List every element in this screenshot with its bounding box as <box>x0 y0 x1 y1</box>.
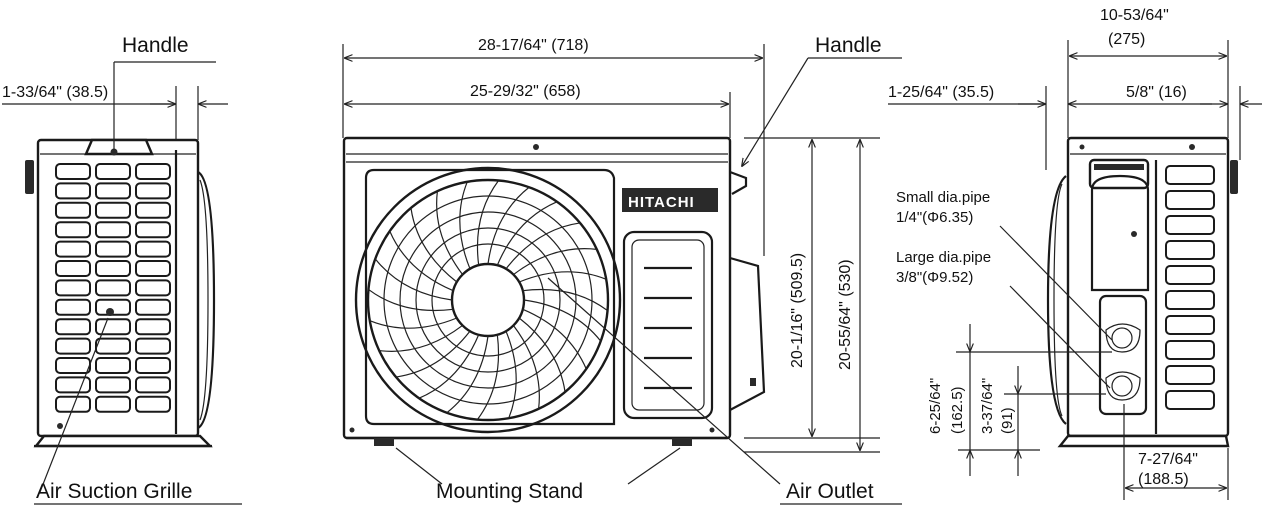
brand-logo: HITACHI <box>628 194 695 211</box>
mounting-stand-label: Mounting Stand <box>436 480 583 503</box>
brand-plate <box>622 188 718 212</box>
handle-grip <box>84 138 154 156</box>
left-side-view <box>25 138 216 448</box>
right-side-view <box>1046 136 1238 448</box>
right-left-offset-dimension: 1-25/64" (35.5) <box>888 84 994 101</box>
pipe-spacing-inches: 7-27/64" <box>1138 451 1198 468</box>
right-right-offset-dimension: 5/8" (16) <box>1126 84 1187 101</box>
right-annotations: 10-53/64" (275) 1-25/64" (35.5) 5/8" (16… <box>888 7 1262 500</box>
large-pipe-size: 3/8"(Φ9.52) <box>896 269 973 286</box>
fan-guard <box>354 166 622 434</box>
body-width-dimension: 25-29/32" (658) <box>470 83 581 100</box>
pipe-height-large-mm: (162.5) <box>949 386 966 434</box>
pipe-height-small-mm: (91) <box>999 407 1016 434</box>
front-view: HITACHI <box>342 136 766 446</box>
air-suction-grille-label: Air Suction Grille <box>36 480 192 503</box>
small-pipe-label: Small dia.pipe <box>896 189 990 206</box>
service-panel <box>622 230 714 420</box>
air-outlet-label: Air Outlet <box>786 480 874 503</box>
overall-width-dimension: 28-17/64" (718) <box>478 37 589 54</box>
handle-label: Handle <box>815 34 882 57</box>
pipe-spacing-mm: (188.5) <box>1138 471 1189 488</box>
right-depth-dimension-mm: (275) <box>1108 31 1145 48</box>
overall-height-dimension: 20-55/64" (530) <box>837 259 854 370</box>
right-depth-dimension-inches: 10-53/64" <box>1100 7 1169 24</box>
front-annotations: 28-17/64" (718) 25-29/32" (658) Handle 2… <box>342 34 902 505</box>
air-suction-grille <box>55 163 171 413</box>
large-pipe-label: Large dia.pipe <box>896 249 991 266</box>
pipe-height-large-inches: 6-25/64" <box>927 378 944 434</box>
handle-label: Handle <box>122 34 189 57</box>
body-height-dimension: 20-1/16" (509.5) <box>789 253 806 368</box>
left-annotations: Handle 1-33/64" (38.5) Air Suction Grill… <box>2 34 242 505</box>
small-pipe-size: 1/4"(Φ6.35) <box>896 209 973 226</box>
pipe-height-small-inches: 3-37/64" <box>979 378 996 434</box>
left-depth-dimension: 1-33/64" (38.5) <box>2 84 108 101</box>
